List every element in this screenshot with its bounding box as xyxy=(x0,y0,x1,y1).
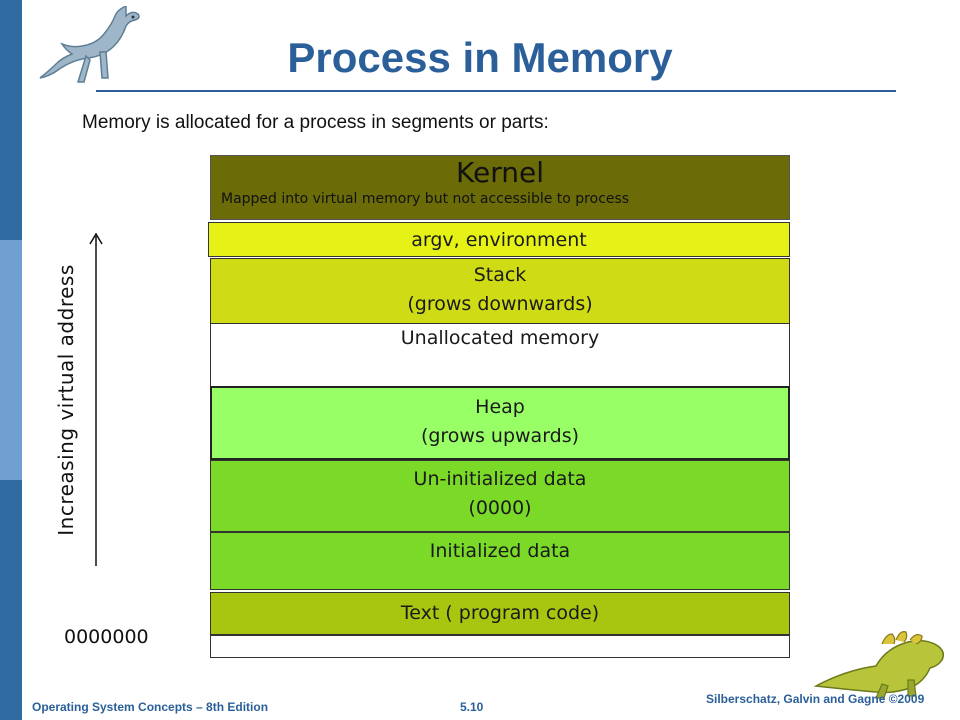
footer-book-title: Operating System Concepts – 8th Edition xyxy=(32,700,269,714)
uninit-label: Un-initialized data xyxy=(413,468,587,490)
kernel-title: Kernel xyxy=(456,156,544,189)
segment-stack: Stack (grows downwards) xyxy=(210,258,790,324)
dinosaur-logo-icon xyxy=(39,6,140,83)
up-arrow-icon xyxy=(89,232,103,566)
argv-label: argv, environment xyxy=(411,229,587,251)
unallocated-label: Unallocated memory xyxy=(400,327,600,349)
footer-page-number: 5.10 xyxy=(460,700,484,714)
segment-kernel: Kernel Mapped into virtual memory but no… xyxy=(210,155,790,220)
side-bar-bottom xyxy=(0,480,22,720)
subtitle: Memory is allocated for a process in seg… xyxy=(82,112,549,133)
heap-note: (grows upwards) xyxy=(420,425,580,447)
segment-uninitialized-data: Un-initialized data (0000) xyxy=(210,460,790,532)
heap-label: Heap xyxy=(475,396,525,418)
segment-text: Text ( program code) xyxy=(210,592,790,635)
stack-label: Stack xyxy=(473,264,527,286)
page-title: Process in Memory xyxy=(287,34,673,81)
side-bar-top xyxy=(0,0,22,240)
uninit-note: (0000) xyxy=(468,497,532,519)
side-bar-middle xyxy=(0,240,22,480)
footer-authors: Silberschatz, Galvin and Gagne ©2009 xyxy=(706,692,925,706)
text-label: Text ( program code) xyxy=(400,602,600,624)
kernel-note: Mapped into virtual memory but not acces… xyxy=(221,191,630,207)
title-divider xyxy=(96,90,896,92)
segment-initialized-data: Initialized data xyxy=(210,532,790,590)
segment-heap: Heap (grows upwards) xyxy=(210,386,790,460)
init-label: Initialized data xyxy=(429,540,571,562)
segment-unallocated: Unallocated memory xyxy=(210,324,790,386)
address-zero-label: 0000000 xyxy=(64,626,149,648)
segment-bottom-blank xyxy=(210,635,790,658)
segment-argv-environment: argv, environment xyxy=(208,222,790,257)
dinosaur-bottom-icon xyxy=(813,631,945,699)
stack-note: (grows downwards) xyxy=(407,293,593,315)
axis-label: Increasing virtual address xyxy=(54,264,78,536)
